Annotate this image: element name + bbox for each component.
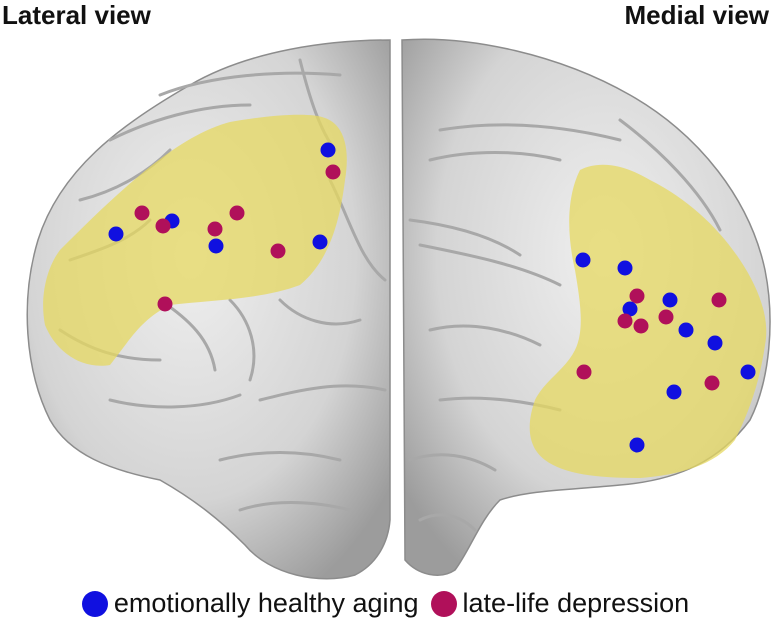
healthy-point xyxy=(666,384,682,400)
healthy-point xyxy=(320,142,336,158)
healthy-point xyxy=(629,437,645,453)
panel-divider xyxy=(391,36,401,596)
medial-view-title: Medial view xyxy=(624,0,770,30)
legend-item-depression: late-life depression xyxy=(430,588,690,619)
healthy-point xyxy=(740,364,756,380)
legend-label-depression: late-life depression xyxy=(462,588,690,618)
medial-hemisphere xyxy=(401,38,771,576)
healthy-swatch-icon xyxy=(81,590,108,617)
healthy-point xyxy=(108,226,124,242)
depression-point xyxy=(658,309,674,325)
legend-item-healthy: emotionally healthy aging xyxy=(81,588,419,619)
lateral-points xyxy=(108,142,341,312)
depression-point xyxy=(617,313,633,329)
healthy-point xyxy=(575,252,591,268)
depression-point xyxy=(270,243,286,259)
healthy-point xyxy=(617,260,633,276)
depression-point xyxy=(633,318,649,334)
healthy-point xyxy=(622,301,638,317)
healthy-point xyxy=(312,234,328,250)
legend: emotionally healthy aging late-life depr… xyxy=(0,588,771,619)
lateral-hemisphere xyxy=(26,39,391,580)
healthy-point xyxy=(208,238,224,254)
depression-point xyxy=(711,292,727,308)
healthy-point xyxy=(678,322,694,338)
depression-point xyxy=(704,375,720,391)
depression-point xyxy=(157,296,173,312)
medial-region-overlay xyxy=(529,164,767,478)
depression-point xyxy=(325,164,341,180)
medial-points xyxy=(575,252,756,453)
depression-swatch-icon xyxy=(430,590,457,617)
lateral-view-title: Lateral view xyxy=(2,0,151,30)
lateral-region-overlay xyxy=(43,114,347,366)
depression-point xyxy=(155,218,171,234)
healthy-point xyxy=(707,335,723,351)
legend-label-healthy: emotionally healthy aging xyxy=(113,588,419,618)
depression-point xyxy=(134,205,150,221)
depression-point xyxy=(629,288,645,304)
depression-point xyxy=(576,364,592,380)
healthy-point xyxy=(662,292,678,308)
depression-point xyxy=(207,221,223,237)
depression-point xyxy=(229,205,245,221)
